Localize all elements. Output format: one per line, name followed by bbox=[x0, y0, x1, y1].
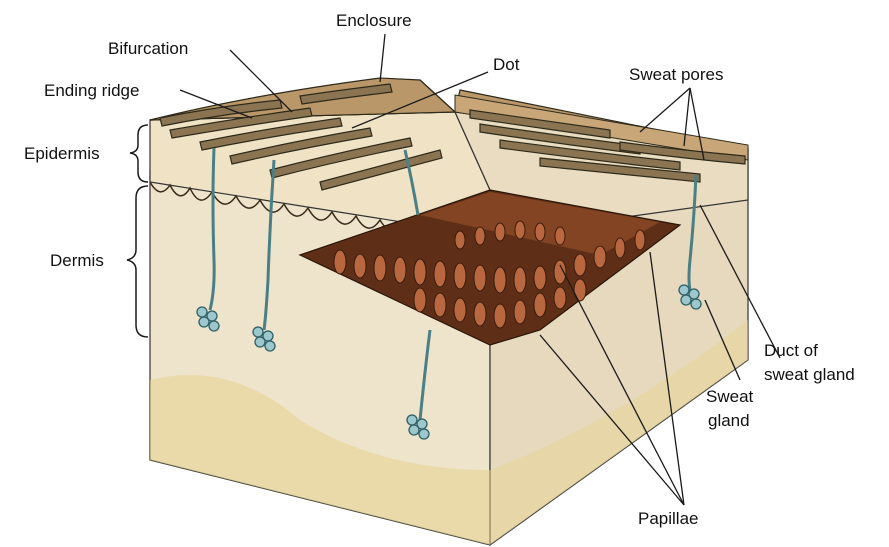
label-sweat-gland-line2: gland bbox=[708, 411, 750, 430]
label-epidermis: Epidermis bbox=[24, 144, 100, 163]
label-sweat-gland-line1: Sweat bbox=[706, 387, 754, 406]
label-enclosure: Enclosure bbox=[336, 11, 412, 30]
label-duct-line2: sweat gland bbox=[764, 365, 855, 384]
dermis-brace bbox=[127, 186, 148, 337]
label-duct-line1: Duct of bbox=[764, 341, 818, 360]
label-papillae: Papillae bbox=[638, 509, 699, 528]
label-ending-ridge: Ending ridge bbox=[44, 81, 139, 100]
label-dot: Dot bbox=[493, 55, 520, 74]
epidermis-brace bbox=[130, 125, 148, 182]
label-bifurcation: Bifurcation bbox=[108, 39, 188, 58]
enclosure-leader bbox=[380, 34, 385, 82]
label-dermis: Dermis bbox=[50, 251, 104, 270]
sweat-pores-leader-1 bbox=[640, 88, 690, 132]
label-sweat-pores: Sweat pores bbox=[629, 65, 724, 84]
